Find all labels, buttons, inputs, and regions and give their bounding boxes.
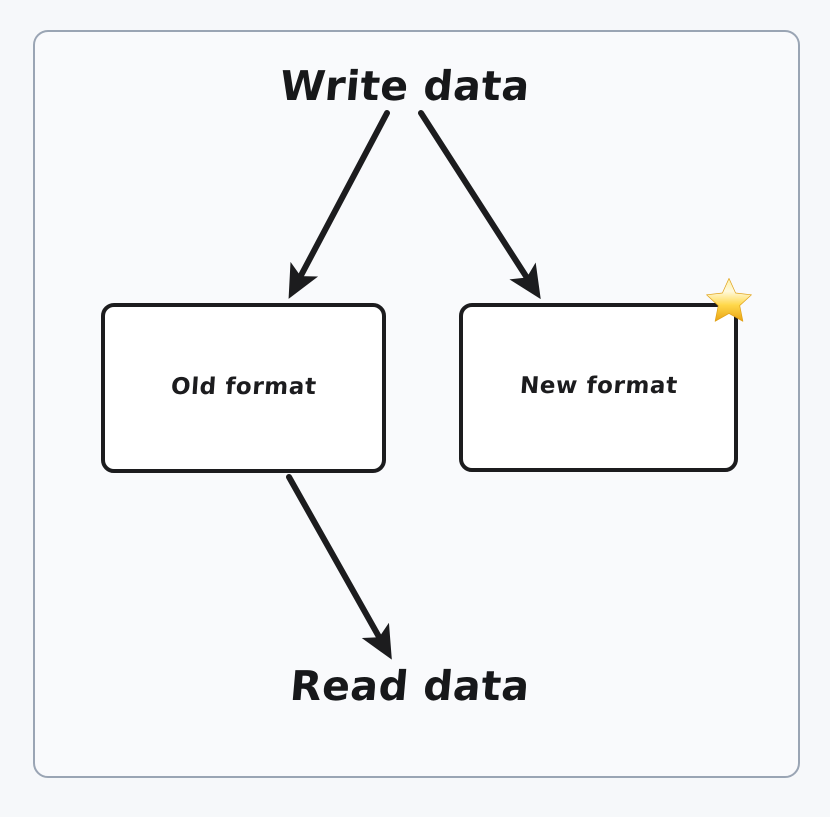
node-new-format[interactable]: New format [459,303,738,472]
node-new-format-label: New format [518,372,679,399]
node-old-format-label: Old format [169,374,318,400]
write-data-title: Write data [278,62,532,110]
star-icon [706,278,752,322]
node-old-format[interactable]: Old format [101,303,386,473]
read-data-title: Read data [288,662,532,710]
